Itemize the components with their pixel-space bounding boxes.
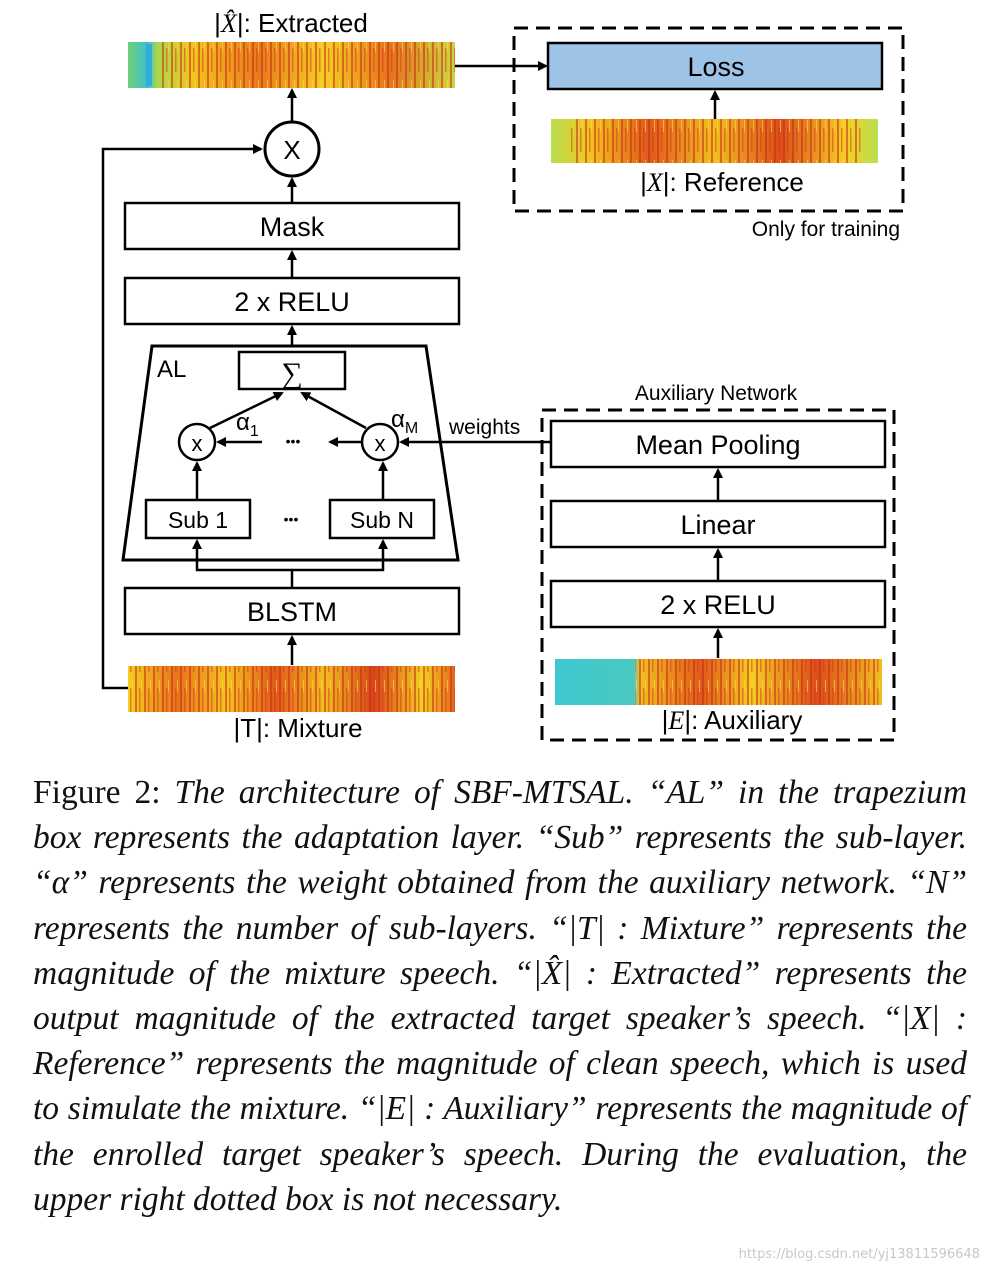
sum-symbol: ∑	[281, 357, 302, 390]
only-training-label: Only for training	[752, 218, 900, 241]
linear-box	[549, 499, 887, 549]
loss-box	[546, 41, 884, 91]
linear-label: Linear	[680, 510, 755, 540]
blstm-label: BLSTM	[247, 597, 337, 627]
multiply-m-symbol: x	[375, 431, 386, 456]
alpha-m-label: αM	[391, 406, 418, 437]
aux-network-label: Auxiliary Network	[635, 382, 798, 405]
reference-spectrogram	[551, 119, 878, 163]
skip-connection	[101, 144, 263, 690]
multiply-node-m	[360, 422, 400, 462]
blstm-fanout	[192, 539, 294, 588]
relu-aux-box	[549, 579, 887, 629]
arrow-x1-to-sum	[209, 391, 284, 430]
caption-text: The architecture of SBF-MTSAL. “AL” in t…	[33, 774, 967, 1218]
mask-label: Mask	[260, 212, 325, 242]
arrow-xm-to-sum	[300, 391, 367, 430]
mask-box	[123, 201, 461, 251]
alpha-1-label: α1	[236, 409, 259, 440]
multiply-node	[263, 120, 321, 178]
multiply-symbol: X	[283, 135, 300, 165]
reference-label: |X|: Reference	[640, 167, 804, 197]
multiply-node-1	[177, 422, 217, 462]
blstm-fanout-n	[292, 539, 388, 572]
relu-aux-label: 2 x RELU	[660, 590, 776, 620]
auxiliary-spectrogram	[555, 659, 882, 705]
watermark: https://blog.csdn.net/yj13811596648	[738, 1247, 980, 1262]
architecture-diagram: |X̂|: Extracted X Mask 2 x RELU AL ∑ x x…	[101, 8, 905, 743]
ellipsis-alpha: •••	[286, 433, 301, 449]
relu-top-box	[123, 276, 461, 326]
loss-label: Loss	[687, 52, 744, 82]
subn-label: Sub N	[350, 507, 414, 533]
mixture-label: |T|: Mixture	[233, 713, 362, 743]
relu-top-label: 2 x RELU	[234, 287, 350, 317]
aux-dashed-box	[540, 408, 896, 742]
figure-caption: Figure 2: The architecture of SBF-MTSAL.…	[33, 770, 967, 1222]
al-label: AL	[157, 356, 186, 383]
blstm-box	[123, 586, 461, 636]
figure-label: Figure 2:	[33, 774, 161, 811]
multiply-1-symbol: x	[192, 431, 203, 456]
sub1-box	[144, 498, 252, 540]
mean-pooling-label: Mean Pooling	[635, 430, 800, 460]
mean-pooling-box	[549, 419, 887, 469]
weights-label: weights	[448, 416, 520, 439]
auxiliary-label: |E|: Auxiliary	[662, 705, 803, 735]
subn-box	[328, 498, 436, 540]
extracted-spectrogram	[128, 42, 455, 88]
sub1-label: Sub 1	[168, 507, 228, 533]
sum-box	[237, 350, 347, 391]
extracted-label: |X̂|: Extracted	[214, 8, 368, 38]
mixture-spectrogram	[128, 666, 455, 712]
ellipsis-sub: •••	[284, 511, 299, 527]
